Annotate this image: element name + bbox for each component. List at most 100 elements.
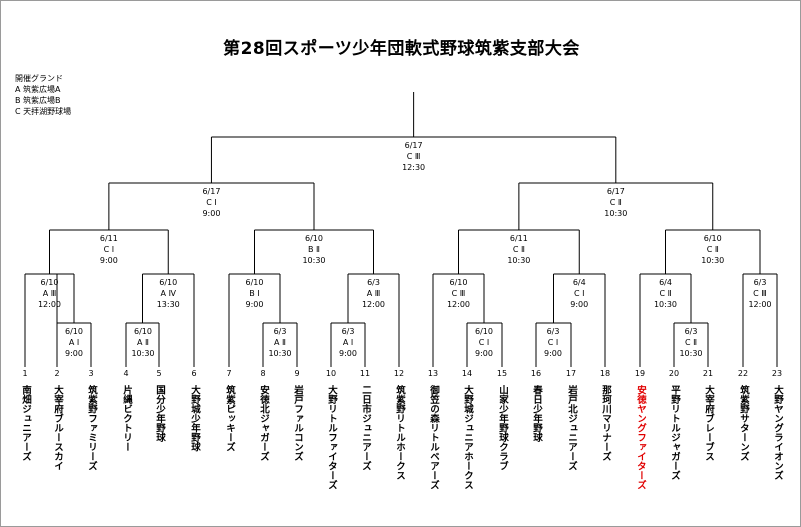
venue-legend: 開催グランド A 筑紫広場A B 筑紫広場B C 天拝湖野球場 xyxy=(15,73,71,117)
team-name: 安徳北ジャガーズ xyxy=(258,385,269,461)
team-number: 6 xyxy=(191,369,197,378)
match-time: 9:00 xyxy=(245,300,264,309)
team-number: 20 xyxy=(668,369,680,378)
tournament-title: 第28回スポーツ少年団軟式野球筑紫支部大会 xyxy=(223,39,580,59)
legend-heading: 開催グランド xyxy=(15,74,63,83)
match-time: 10:30 xyxy=(604,209,628,218)
team-name: 片縄ビクトリー xyxy=(121,385,132,452)
match-time: 10:30 xyxy=(507,256,531,265)
match-date: 6/3 xyxy=(684,327,698,336)
team-number: 5 xyxy=(156,369,162,378)
match-date: 6/17 xyxy=(606,187,625,196)
match-date: 6/10 xyxy=(305,234,323,243)
match-time: 12:00 xyxy=(37,300,62,309)
match-time: 12:00 xyxy=(748,300,772,309)
team-name: 平野リトルジャガーズ xyxy=(669,385,680,480)
team-name: 大宰府ブレーブス xyxy=(703,385,714,461)
match-venue: A Ⅱ xyxy=(137,338,149,347)
team-number: 8 xyxy=(260,369,266,378)
team-name: 大野リトルファイターズ xyxy=(326,385,337,490)
team-number: 16 xyxy=(530,369,542,378)
match-date: 6/10 xyxy=(134,327,152,336)
team-name: 春日少年野球 xyxy=(531,385,542,442)
match-venue: A Ⅱ xyxy=(274,338,286,347)
legend-item-c: C 天拝湖野球場 xyxy=(15,107,72,116)
match-venue: B Ⅱ xyxy=(308,245,320,254)
match-time: 12:00 xyxy=(361,300,386,309)
match-venue: C Ⅱ xyxy=(706,245,719,254)
match-venue: C Ⅲ xyxy=(406,152,421,161)
match-venue: C Ⅰ xyxy=(478,338,490,347)
team-name: 筑紫野リトルホークス xyxy=(394,385,405,480)
team-name: 大野ヤングライオンズ xyxy=(772,385,783,480)
team-name: 山家少年野球クラブ xyxy=(497,385,508,471)
match-venue: C Ⅱ xyxy=(659,289,672,298)
team-number: 10 xyxy=(325,369,337,378)
match-time: 9:00 xyxy=(544,349,562,358)
match-date: 6/10 xyxy=(65,327,83,336)
match-venue: C Ⅱ xyxy=(512,245,525,254)
match-time: 9:00 xyxy=(570,300,589,309)
match-time: 12:30 xyxy=(402,163,426,172)
match-date: 6/3 xyxy=(341,327,355,336)
team-number: 11 xyxy=(359,369,371,378)
team-number: 21 xyxy=(702,369,714,378)
match-time: 9:00 xyxy=(99,256,118,265)
match-venue: C Ⅱ xyxy=(609,198,622,207)
team-name: 国分少年野球 xyxy=(154,385,165,442)
team-number: 1 xyxy=(22,369,28,378)
match-date: 6/3 xyxy=(273,327,287,336)
match-date: 6/3 xyxy=(546,327,560,336)
match-time: 10:30 xyxy=(653,300,678,309)
team-number: 13 xyxy=(427,369,439,378)
match-date: 6/11 xyxy=(509,234,528,243)
match-date: 6/17 xyxy=(404,141,423,150)
match-info-f: 6/17 C Ⅲ 12:30 xyxy=(384,140,444,173)
team-number: 2 xyxy=(54,369,60,378)
match-date: 6/10 xyxy=(245,278,264,287)
match-date: 6/4 xyxy=(572,278,586,287)
team-number: 19 xyxy=(634,369,646,378)
team-name: 筑紫ピッキーズ xyxy=(224,385,235,452)
team-number: 15 xyxy=(496,369,508,378)
match-info-m5: 6/10 B Ⅰ 9:00 xyxy=(225,277,285,310)
team-number: 23 xyxy=(771,369,783,378)
match-date: 6/10 xyxy=(449,278,468,287)
team-number: 22 xyxy=(737,369,749,378)
match-venue: B Ⅰ xyxy=(249,289,260,298)
team-name: 筑紫野ファミリーズ xyxy=(86,385,97,471)
match-time: 10:30 xyxy=(701,256,725,265)
team-number: 14 xyxy=(461,369,473,378)
match-venue: C Ⅰ xyxy=(574,289,585,298)
match-info-q3: 6/11 C Ⅱ 10:30 xyxy=(489,233,549,266)
match-info-s2: 6/17 C Ⅱ 10:30 xyxy=(586,186,646,219)
match-venue: C Ⅰ xyxy=(206,198,217,207)
match-venue: C Ⅲ xyxy=(451,289,466,298)
match-venue: C Ⅰ xyxy=(547,338,559,347)
match-info-m12: 6/3 C Ⅰ 9:00 xyxy=(523,326,583,359)
match-time: 13:30 xyxy=(156,300,180,309)
legend-item-a: A 筑紫広場A xyxy=(15,85,61,94)
match-info-m11: 6/4 C Ⅰ 9:00 xyxy=(549,277,609,310)
match-date: 6/10 xyxy=(159,278,178,287)
team-name: 南畑ジュニアーズ xyxy=(20,385,31,461)
team-number: 9 xyxy=(294,369,300,378)
match-date: 6/3 xyxy=(753,278,767,287)
match-time: 9:00 xyxy=(339,349,357,358)
match-date: 6/10 xyxy=(475,327,493,336)
team-name: 二日市ジュニアーズ xyxy=(360,385,371,471)
team-name: 大野城ジュニアホークス xyxy=(462,385,473,490)
team-number: 18 xyxy=(599,369,611,378)
team-name: 御笠の森リトルベアーズ xyxy=(428,385,439,490)
